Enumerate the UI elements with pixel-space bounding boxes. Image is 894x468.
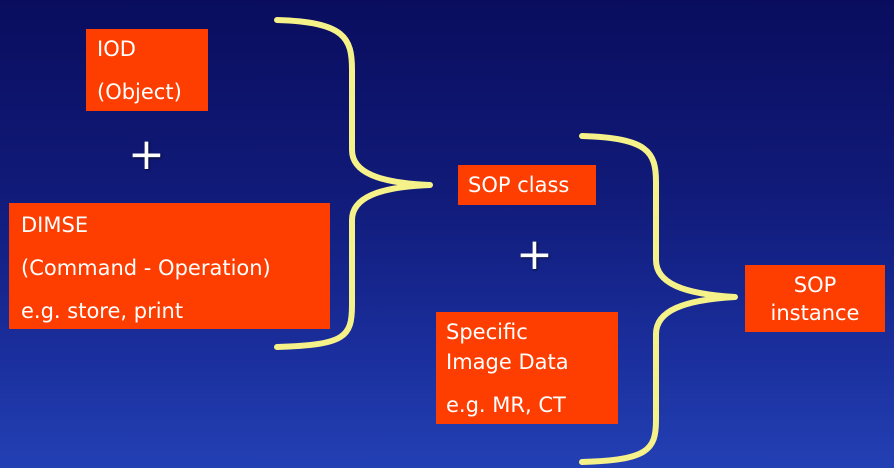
iod-box: IOD (Object) bbox=[86, 29, 208, 111]
dimse-examples: e.g. store, print bbox=[21, 299, 184, 323]
image-data-examples: e.g. MR, CT bbox=[446, 393, 566, 417]
dimse-title: DIMSE bbox=[21, 213, 89, 237]
dimse-subtitle: (Command - Operation) bbox=[21, 256, 271, 280]
plus-operator-1: + bbox=[128, 129, 165, 180]
sop-class-label: SOP class bbox=[468, 173, 570, 197]
sop-instance-box: SOP instance bbox=[745, 265, 885, 332]
iod-subtitle: (Object) bbox=[97, 80, 182, 104]
iod-title: IOD bbox=[97, 37, 136, 61]
dimse-box: DIMSE (Command - Operation) e.g. store, … bbox=[9, 203, 330, 329]
image-data-line-2: Image Data bbox=[446, 350, 569, 374]
plus-operator-2: + bbox=[516, 229, 553, 280]
sop-instance-line-1: SOP bbox=[793, 273, 837, 297]
sop-class-box: SOP class bbox=[458, 165, 596, 205]
image-data-box: Specific Image Data e.g. MR, CT bbox=[436, 312, 618, 424]
left-curly-brace bbox=[274, 17, 433, 350]
sop-instance-line-2: instance bbox=[770, 301, 860, 325]
image-data-line-1: Specific bbox=[446, 320, 528, 344]
right-curly-brace bbox=[579, 133, 738, 465]
